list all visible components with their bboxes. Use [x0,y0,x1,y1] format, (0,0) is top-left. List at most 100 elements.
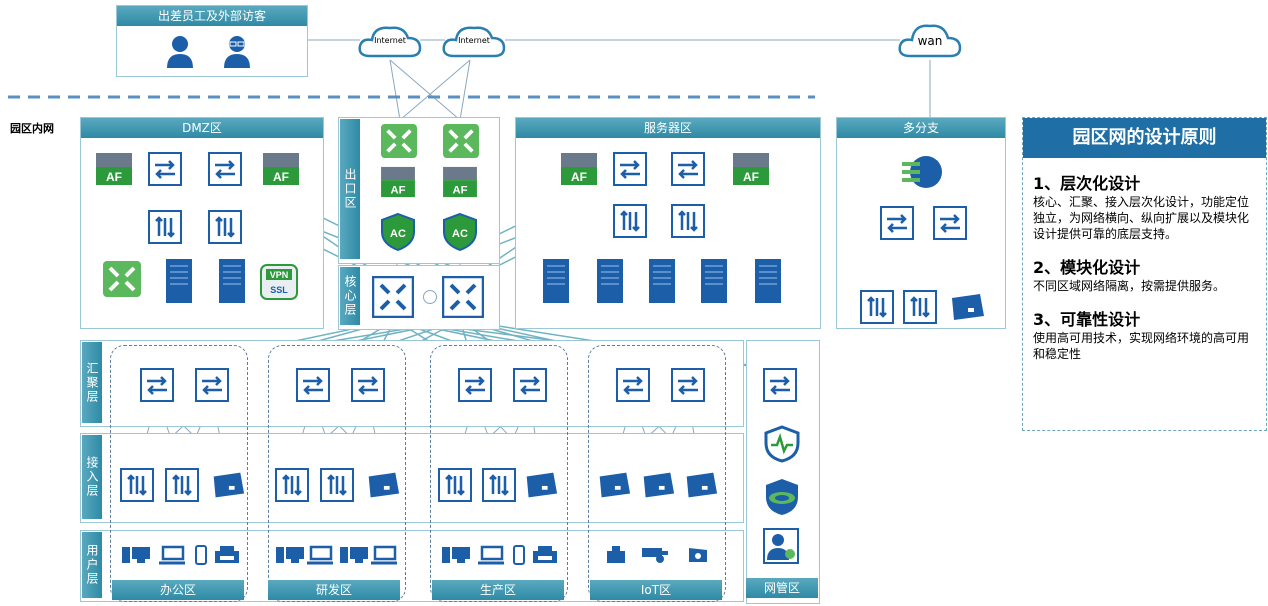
branch-title: 多分支 [837,118,1005,138]
zone-label-iot: IoT区 [590,580,722,600]
switch-icon [616,368,650,402]
ap-icon [946,292,986,322]
desktop-pc-icon [122,545,150,565]
dmz-af-1-text: AF [106,170,122,184]
visitor-icon [222,34,252,68]
af-firewall-icon: AF [560,152,598,186]
user-icon [165,34,195,68]
dmz-af-2-text: AF [273,170,289,184]
laptop-icon [158,545,186,565]
switch-icon [763,368,797,402]
access-switch-icon [860,290,894,324]
design-principles-panel: 园区网的设计原则 1、层次化设计 核心、汇聚、接入层次化设计，功能定位独立，为网… [1022,117,1267,431]
server-icon [542,258,570,304]
laptop-icon [370,545,398,565]
server-icon [165,258,193,304]
af-firewall-icon: AF [379,166,417,198]
server-af-1-text: AF [571,170,587,184]
switch-icon [296,368,330,402]
af-firewall-icon: AF [262,152,300,186]
monitor-shield-icon [763,425,801,463]
iot-dashbox [588,345,726,602]
internet-label-1: Internet [374,36,406,45]
zone-label-rd: 研发区 [268,580,400,600]
access-switch-icon [613,204,647,238]
zone-label-prod: 生产区 [432,580,564,600]
access-switch-icon [482,468,516,502]
principle-3-heading: 3、可靠性设计 [1033,310,1141,329]
branch-gateway-icon [900,152,944,192]
server-icon [754,258,782,304]
zone-label-office: 办公区 [112,580,244,600]
server-title: 服务器区 [516,118,820,138]
switch-icon [208,152,242,186]
ap-icon [638,470,676,500]
switch-icon [458,368,492,402]
security-shield-icon [763,477,801,517]
laptop-icon [306,545,334,565]
switch-icon [671,152,705,186]
access-switch-icon [438,468,472,502]
af-firewall-icon: AF [732,152,770,186]
principle-1-text: 核心、汇聚、接入层次化设计，功能定位独立，为网络横向、纵向扩展以及模块化设计提供… [1033,195,1250,241]
exit-af-2-text: AF [452,184,467,196]
ssl-text: SSL [270,285,288,295]
principle-1-heading: 1、层次化设计 [1033,174,1141,193]
switch-icon [195,368,229,402]
router-icon [380,123,418,159]
access-switch-icon [903,290,937,324]
server-icon [700,258,728,304]
server-icon [596,258,624,304]
ap-icon [363,470,401,500]
core-switch-icon [372,276,414,318]
router-icon [102,260,142,298]
camera-icon [640,545,670,565]
server-icon [218,258,246,304]
dmz-title: DMZ区 [81,118,323,138]
ap-icon [521,470,559,500]
stack-link-icon [423,290,437,304]
wan-label: wan [917,34,943,48]
iot-device-icon [686,545,710,565]
vpn-text: VPN [270,270,289,280]
ac-shield-icon: AC [442,212,478,252]
phone-icon [512,545,526,565]
ac-2-text: AC [452,228,468,240]
switch-icon [513,368,547,402]
internet-label-2: Internet [458,36,490,45]
access-layer-title: 接入层 [82,435,102,519]
router-icon [442,123,480,159]
principle-2-text: 不同区域网络隔离，按需提供服务。 [1033,279,1226,293]
access-switch-icon [148,210,182,244]
switch-icon [933,206,967,240]
af-firewall-icon: AF [95,152,133,186]
ac-1-text: AC [390,228,406,240]
ap-icon [208,470,246,500]
switch-icon [140,368,174,402]
ap-icon [594,470,632,500]
server-af-2-text: AF [743,170,759,184]
ac-shield-icon: AC [380,212,416,252]
ap-icon [681,470,719,500]
prod-dashbox [430,345,568,602]
zone-label-mgmt: 网管区 [746,578,818,598]
internet-cloud-1: Internet [358,22,422,60]
desktop-pc-icon [340,545,368,565]
iot-sensor-icon [604,545,628,565]
core-switch-icon [442,276,484,318]
campus-label: 园区内网 [10,122,54,135]
af-firewall-icon: AF [441,166,479,198]
user-layer-title: 用户层 [82,532,102,598]
access-switch-icon [275,468,309,502]
desktop-pc-icon [442,545,470,565]
exit-af-1-text: AF [390,184,405,196]
access-switch-icon [671,204,705,238]
exit-title: 出口区 [340,119,360,259]
switch-icon [613,152,647,186]
switch-icon [880,206,914,240]
panel-title: 园区网的设计原则 [1023,118,1266,158]
access-switch-icon [120,468,154,502]
printer-icon [532,545,558,565]
phone-icon [194,545,208,565]
switch-icon [351,368,385,402]
